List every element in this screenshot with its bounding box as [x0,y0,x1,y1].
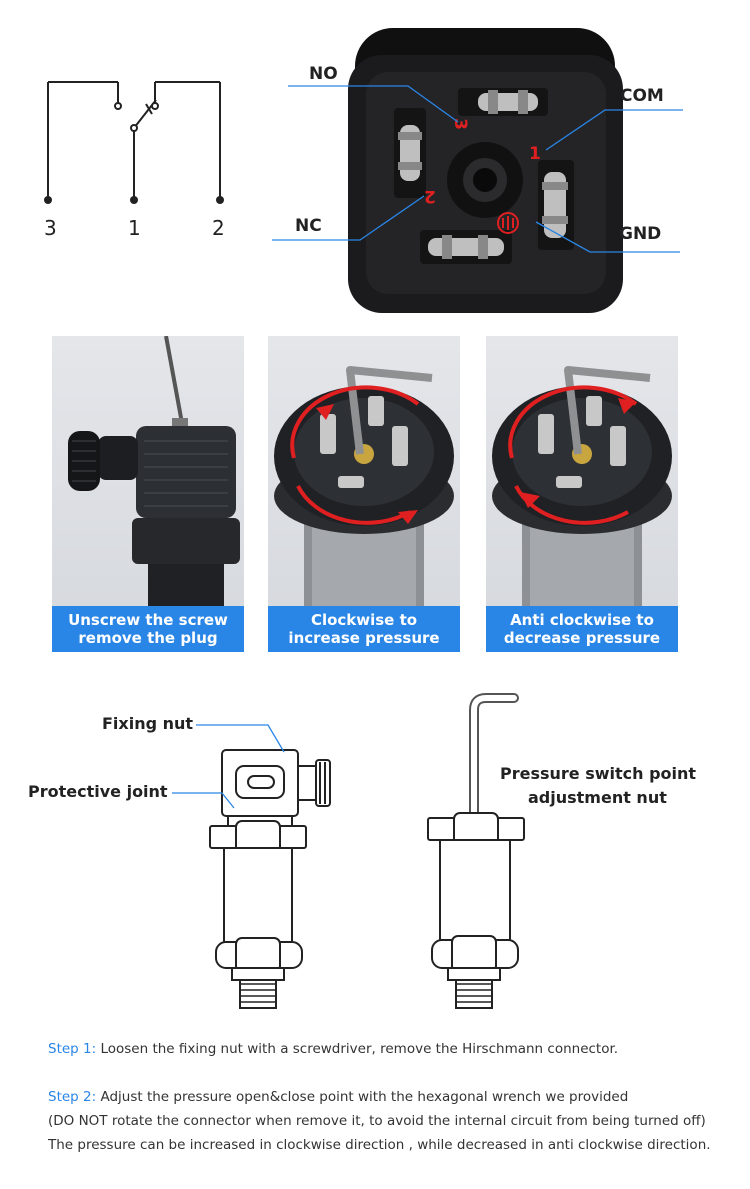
caption-clockwise-line1: Clockwise to [310,611,418,629]
connector-number-1: 1 [529,144,541,164]
step-2-text: Adjust the pressure open&close point wit… [96,1089,629,1105]
pin-label-3: 3 [44,216,57,240]
clockwise-photo [274,366,454,606]
label-nc: NC [295,216,322,236]
switch-wiring-schematic [44,81,224,204]
step-2-note: (DO NOT rotate the connector when remove… [48,1113,706,1129]
plug-photo [68,336,240,606]
panel-anticlockwise: Anti clockwise to decrease pressure [486,336,678,652]
label-com: COM [620,86,664,106]
label-adjustment-nut-line2: adjustment nut [528,788,667,807]
step-2-label: Step 2: [48,1089,97,1105]
label-no: NO [309,64,338,84]
step-2: Step 2: Adjust the pressure open&close p… [48,1089,628,1105]
connector-pinout-photo [348,28,623,313]
label-fixing-nut: Fixing nut [102,714,194,733]
caption-clockwise-line2: increase pressure [288,629,440,647]
sensor-with-wrench-drawing [427,693,525,1009]
pin-label-2: 2 [212,216,225,240]
panel-unscrew-plug: Unscrew the screw remove the plug [52,336,244,652]
parts-callout-lines [172,724,285,809]
step-2-direction: The pressure can be increased in clockwi… [48,1137,711,1153]
step-1-label: Step 1: [48,1041,97,1057]
caption-unscrew-line1: Unscrew the screw [68,611,228,629]
caption-anticlockwise-line2: decrease pressure [503,629,661,647]
caption-unscrew: Unscrew the screw remove the plug [52,606,244,652]
caption-anticlockwise: Anti clockwise to decrease pressure [486,606,678,652]
label-adjustment-nut-line1: Pressure switch point [500,764,697,783]
caption-anticlockwise-line1: Anti clockwise to [510,611,654,629]
anticlockwise-photo [492,366,672,606]
connector-callout-lines [272,85,683,253]
label-protective-joint: Protective joint [28,782,168,801]
step-1-text: Loosen the fixing nut with a screwdriver… [96,1041,619,1057]
label-gnd: GND [619,224,662,244]
sensor-with-connector-drawing [209,749,331,1009]
panel-clockwise: Clockwise to increase pressure [268,336,460,652]
caption-clockwise: Clockwise to increase pressure [268,606,460,652]
step-1: Step 1: Loosen the fixing nut with a scr… [48,1041,618,1057]
pin-label-1: 1 [128,216,141,240]
caption-unscrew-line2: remove the plug [78,629,218,647]
